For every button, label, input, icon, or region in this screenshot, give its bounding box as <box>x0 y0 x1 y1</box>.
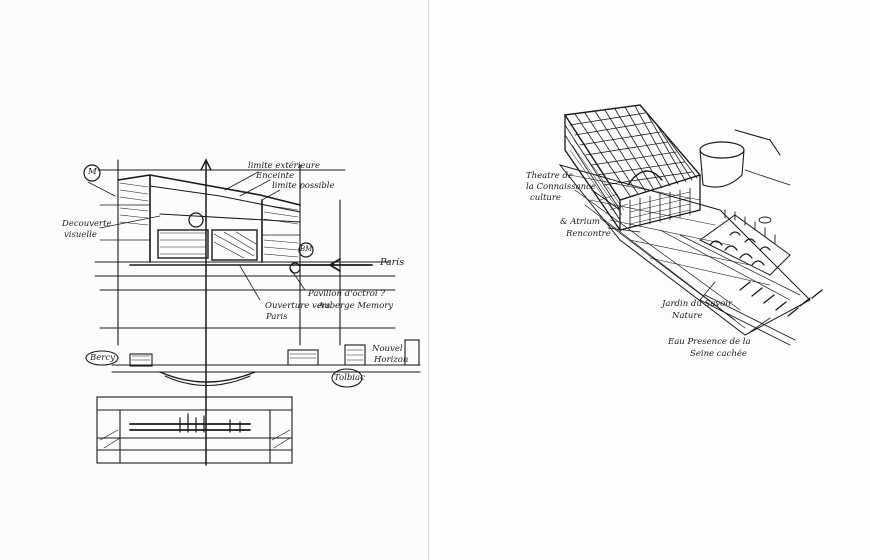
left-sheet <box>0 0 428 560</box>
label-limite-possible: limite possible <box>272 181 335 191</box>
label-bercy: Bercy <box>90 353 115 363</box>
label-circle-bm: BM <box>300 245 313 253</box>
left-plan-hatching <box>119 182 299 259</box>
label-ouverture-vers: Ouverture vers <box>265 301 331 311</box>
label-theatre: Theatre de <box>526 171 573 181</box>
left-section <box>85 339 421 388</box>
label-nature: Nature <box>672 311 703 321</box>
right-perspective <box>558 104 823 346</box>
label-decouverte: Decouverte <box>62 219 112 229</box>
label-eau-presence: Eau Presence de la <box>668 337 751 347</box>
label-rencontre: Rencontre <box>566 229 611 239</box>
label-visuelle: visuelle <box>64 230 97 240</box>
label-ouverture-paris: Paris <box>266 312 288 322</box>
label-limite-exterieure: limite extérieure <box>248 161 321 171</box>
label-pavillon-octroi: Pavillon d'octroi ? <box>308 289 385 299</box>
label-culture: culture <box>530 193 561 203</box>
label-auberge-memory: Auberge Memory <box>318 301 394 311</box>
label-jardin-savoir: Jardin du Savoir <box>662 299 733 309</box>
label-seine-cachee: Seine cachée <box>690 349 747 359</box>
label-circle-m: M <box>88 167 97 177</box>
label-paris-arrow: Paris <box>380 257 405 268</box>
label-horizon: Horizon <box>374 355 409 365</box>
label-atrium: & Atrium <box>560 217 600 227</box>
left-plan <box>83 158 396 466</box>
label-tolbiac: Tolbiac <box>334 373 365 383</box>
right-hatching <box>569 139 691 225</box>
label-connaissance: la Connaissance <box>526 182 596 192</box>
right-sheet <box>428 0 870 560</box>
left-elevation <box>96 396 293 464</box>
label-nouvel: Nouvel <box>372 344 403 354</box>
label-enceinte: Enceinte <box>256 171 295 181</box>
